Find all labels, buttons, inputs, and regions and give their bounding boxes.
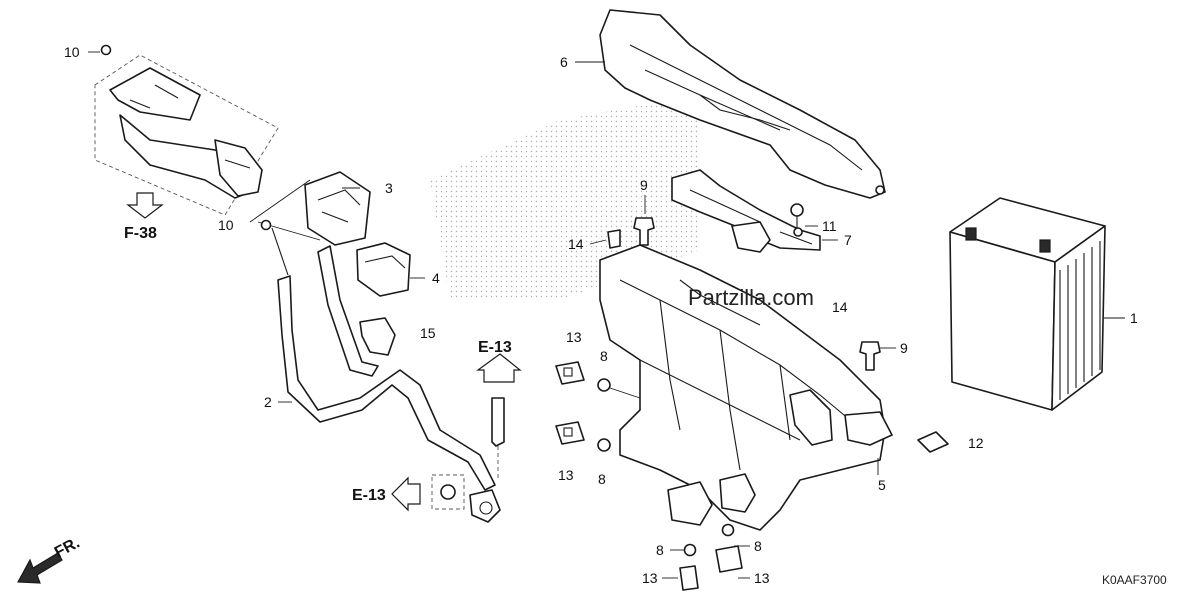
nut-8-b-icon (597, 438, 611, 452)
callout-4: 4 (432, 270, 440, 286)
starter-relay (304, 171, 371, 246)
ref-e13-upper: E-13 (478, 339, 512, 356)
callout-8-a: 8 (600, 348, 608, 364)
battery-stay-group: 7 (671, 169, 852, 253)
callout-2: 2 (264, 394, 272, 410)
nut-8-d-icon (721, 523, 735, 537)
fuse-box-body (109, 67, 201, 121)
battery-box-cover-group: 6 (560, 9, 886, 199)
stay-hook (731, 221, 771, 253)
callout-12: 12 (968, 435, 984, 451)
nut-8-c-icon (683, 543, 697, 557)
front-direction-arrow-icon (17, 552, 63, 584)
nut-8-a-icon (597, 378, 611, 392)
callout-14-b: 14 (832, 299, 848, 315)
fuse-box-assembly-group: 10 F-38 (64, 44, 279, 242)
ref-arrow-e13-left-icon (391, 476, 421, 512)
callout-9-right: 9 (900, 340, 908, 356)
bolt-9-upper-group: 9 (633, 177, 655, 246)
battery-group: 1 (949, 197, 1138, 411)
clip-nut-13-d (715, 545, 743, 573)
terminal-positive-icon (965, 227, 977, 241)
watermark: Partzilla.com (688, 285, 814, 310)
nut-icon (440, 484, 456, 500)
callout-10-top: 10 (64, 44, 80, 60)
callout-11: 11 (822, 218, 837, 234)
bolt-9-right-group: 9 (859, 340, 908, 371)
fuse-box-detail (129, 84, 251, 169)
callout-13-d: 13 (754, 570, 770, 586)
nuts-bottom-group: 8 8 13 13 (642, 523, 770, 591)
clip-nut-13-b (555, 421, 585, 445)
battery-box-group: 5 Partzilla.com 14 (599, 244, 893, 531)
clip-14-group: 14 (568, 229, 621, 252)
callout-14: 14 (568, 236, 584, 252)
battery-front (949, 231, 1056, 411)
battery-box-cover (599, 9, 886, 199)
nut-dashed-frame (431, 474, 465, 510)
battery-box (599, 244, 886, 531)
terminal-negative-icon (1039, 239, 1051, 253)
screw-11-group: 11 (790, 203, 837, 234)
clip-nut-13-a (555, 361, 585, 385)
callout-6: 6 (560, 54, 568, 70)
callout-13-c: 13 (642, 570, 658, 586)
clip-14 (607, 229, 621, 249)
relay-cover (356, 242, 411, 297)
clip-nut-13-c (679, 565, 699, 591)
nuts-left-group: 13 8 13 8 (555, 329, 641, 487)
callout-5: 5 (878, 477, 886, 493)
screw-11-icon (790, 203, 804, 217)
callout-10-mid: 10 (218, 217, 234, 233)
cable-clip (359, 317, 396, 356)
ref-arrow-e13-up-icon (476, 353, 522, 383)
callout-13-b: 13 (558, 467, 574, 483)
callout-1: 1 (1130, 310, 1138, 326)
clip-12 (917, 431, 949, 453)
clip-group: 15 (359, 317, 436, 356)
callout-13-a: 13 (566, 329, 582, 345)
battery-stay (671, 169, 821, 251)
callout-3: 3 (385, 180, 393, 196)
ref-f38: F-38 (124, 225, 157, 242)
bolt-10-top-icon (100, 44, 112, 56)
relay-cover-group: 4 (356, 242, 440, 297)
front-direction-group: FR. (17, 534, 83, 584)
cable-negative (317, 245, 379, 377)
clip-12-group: 12 (917, 431, 984, 453)
bolt-9-upper (633, 217, 655, 246)
diagram-code: K0AAF3700 (1102, 573, 1167, 587)
callout-7: 7 (844, 232, 852, 248)
cable-terminal-end (469, 489, 501, 523)
flange-bolt (491, 397, 505, 447)
bolt-9-right (859, 341, 881, 371)
starter-relay-group: 3 10 (218, 171, 393, 246)
callout-8-d: 8 (754, 538, 762, 554)
ref-arrow-f38-icon (126, 192, 164, 219)
callout-8-c: 8 (656, 542, 664, 558)
battery-cable-group: 2 E-13 E-13 (260, 219, 522, 523)
callout-15: 15 (420, 325, 436, 341)
cable-positive (277, 275, 496, 491)
fuse-box-cover (214, 139, 263, 197)
bolt-10-lower-icon (260, 219, 272, 231)
callout-8-b: 8 (598, 471, 606, 487)
callout-9-upper: 9 (640, 177, 648, 193)
ref-e13-left: E-13 (352, 487, 386, 504)
